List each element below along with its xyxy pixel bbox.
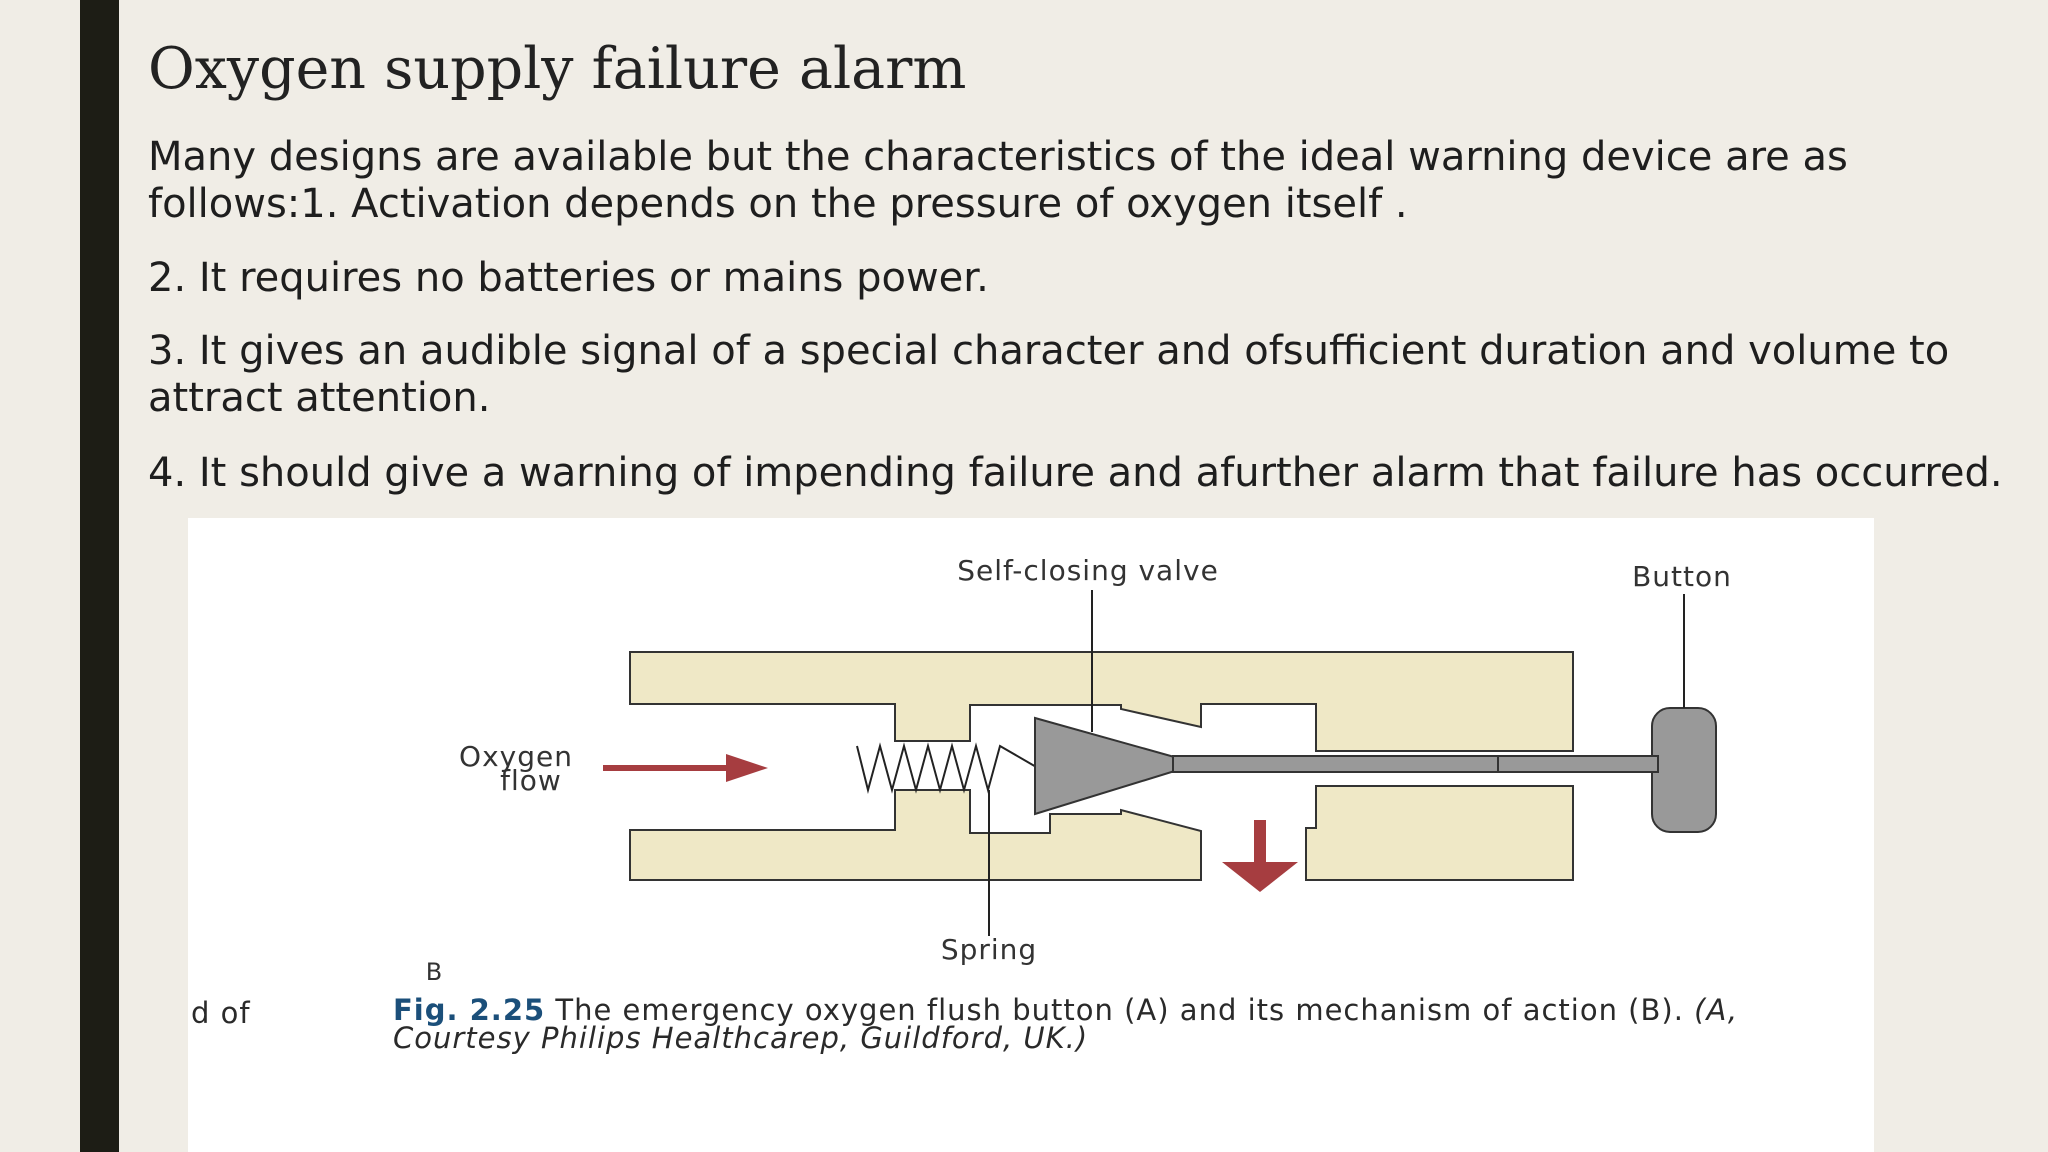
button-label: Button bbox=[1632, 560, 1732, 593]
paragraph-point-4: 4. It should give a warning of impending… bbox=[148, 450, 2003, 496]
cropped-text-fragment: d of bbox=[191, 996, 251, 1030]
lower-housing-right bbox=[1305, 785, 1574, 881]
button-stem bbox=[1497, 755, 1659, 773]
self-closing-valve-label: Self-closing valve bbox=[957, 554, 1219, 587]
slide-title: Oxygen supply failure alarm bbox=[148, 36, 967, 102]
paragraph-point-2: 2. It requires no batteries or mains pow… bbox=[148, 255, 989, 301]
left-accent-bar bbox=[80, 0, 119, 1152]
flow-label: flow bbox=[500, 764, 562, 797]
button-shape bbox=[1651, 707, 1717, 833]
oxygen-arrow-head bbox=[726, 754, 768, 782]
down-arrow-head bbox=[1222, 862, 1298, 892]
flush-button-figure: Self-closing valve Button Oxygen flow Sp… bbox=[188, 518, 1874, 1152]
valve-diagram: Self-closing valve Button Oxygen flow Sp… bbox=[426, 554, 1732, 986]
paragraph-intro: Many designs are available but the chara… bbox=[148, 134, 1848, 227]
spring-label: Spring bbox=[941, 933, 1037, 966]
paragraph-point-3: 3. It gives an audible signal of a speci… bbox=[148, 328, 1950, 421]
valve-stem bbox=[1172, 755, 1504, 773]
valve-cone bbox=[1034, 716, 1179, 816]
lower-housing-left bbox=[629, 789, 1202, 881]
spring-coil bbox=[856, 742, 1039, 794]
upper-housing bbox=[629, 651, 1574, 752]
down-arrow-shaft bbox=[1254, 820, 1266, 864]
panel-letter-label: B bbox=[426, 958, 442, 986]
oxygen-label: Oxygen bbox=[459, 740, 573, 773]
caption-text: The emergency oxygen flush button (A) an… bbox=[555, 993, 1684, 1027]
caption-credit: (A, Courtesy Philips Healthcarep, Guildf… bbox=[393, 993, 1739, 1055]
figure-caption: Fig. 2.25 The emergency oxygen flush but… bbox=[393, 993, 1853, 1055]
figure-number: Fig. 2.25 bbox=[393, 993, 546, 1027]
